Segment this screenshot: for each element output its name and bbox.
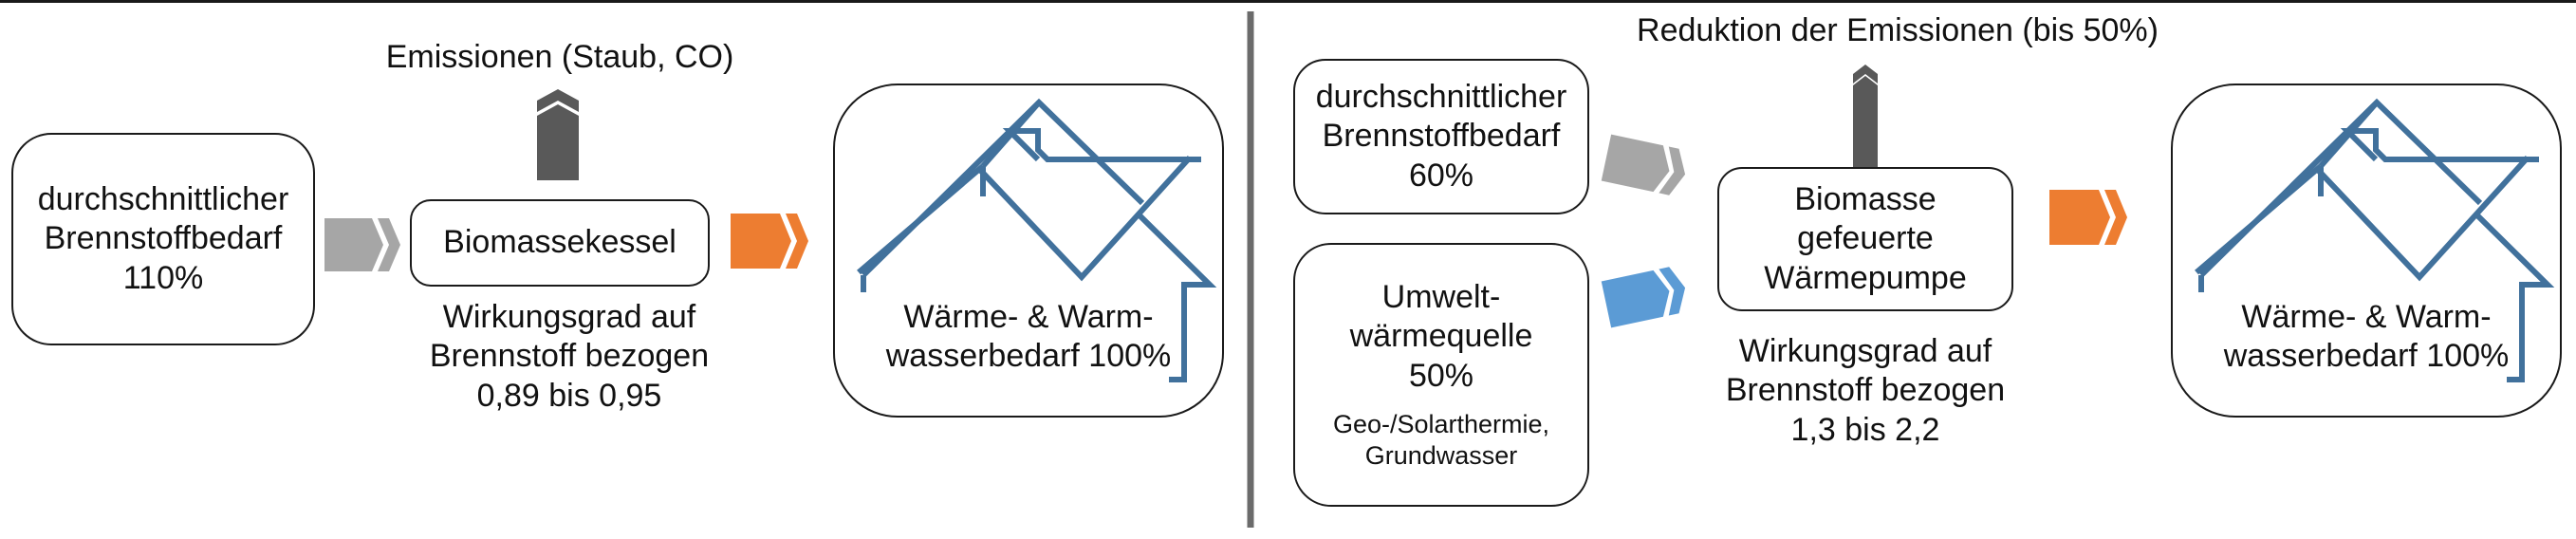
fuel-demand-line-1: durchschnittlicher (37, 180, 289, 217)
fuel-demand-line-2: Brennstoffbedarf (44, 220, 283, 257)
heat-pump-line-2: gefeuerte (1797, 220, 1934, 257)
efficiency-value-right: 1,3 bis 2,2 (1790, 411, 1940, 448)
heat-demand-line-2-right: wasserbedarf 100% (2223, 338, 2510, 375)
efficiency-line-1: Wirkungsgrad auf (442, 299, 696, 335)
fuel-demand-box-right: durchschnittlicher Brennstoffbedarf 60% (1293, 59, 1589, 214)
environment-heat-box: Umwelt- wärmequelle 50% Geo-/Solarthermi… (1293, 243, 1589, 507)
heat-demand-line-1: Wärme- & Warm- (903, 299, 1154, 335)
efficiency-value: 0,89 bis 0,95 (476, 377, 662, 414)
emissions-label-right: Reduktion der Emissionen (bis 50%) (1637, 12, 2159, 48)
heat-pump-box: Biomasse gefeuerte Wärmepumpe (1717, 167, 2013, 311)
env-source-line-2: Grundwasser (1364, 441, 1518, 471)
biomass-boiler-label: Biomassekessel (443, 224, 676, 261)
heat-demand-line-1-right: Wärme- & Warm- (2241, 299, 2492, 335)
heat-pump-line-1: Biomasse (1794, 180, 1937, 217)
fuel-arrow-right (1601, 134, 1686, 195)
heat-demand-box-right: Wärme- & Warm- wasserbedarf 100% (2171, 84, 2562, 418)
fuel-demand-box-left: durchschnittlicher Brennstoffbedarf 110% (11, 133, 315, 345)
emission-arrow-left (537, 89, 579, 180)
env-heat-value: 50% (1408, 357, 1474, 394)
efficiency-line-2-right: Brennstoff bezogen (1725, 372, 2006, 409)
emission-arrow-right (1853, 65, 1878, 169)
env-heat-line-2: wärmequelle (1349, 318, 1533, 355)
env-arrow-right (1601, 267, 1686, 328)
efficiency-text-right: Wirkungsgrad auf Brennstoff bezogen 1,3 … (1685, 332, 2046, 450)
env-heat-line-1: Umwelt- (1381, 278, 1501, 315)
heat-demand-line-2: wasserbedarf 100% (885, 338, 1172, 375)
efficiency-line-1-right: Wirkungsgrad auf (1738, 333, 1992, 369)
house-icon-left (857, 98, 1217, 382)
fuel-demand-value-right: 60% (1408, 157, 1474, 194)
heat-arrow-left (731, 214, 808, 269)
heat-arrow-right (2049, 190, 2127, 245)
heat-demand-box-left: Wärme- & Warm- wasserbedarf 100% (833, 84, 1224, 418)
biomass-boiler-box: Biomassekessel (410, 199, 710, 287)
heat-pump-line-3: Wärmepumpe (1764, 259, 1967, 296)
fuel-demand-line-2-right: Brennstoffbedarf (1322, 118, 1561, 155)
efficiency-line-2: Brennstoff bezogen (429, 338, 710, 375)
fuel-demand-line-1-right: durchschnittlicher (1315, 78, 1567, 115)
efficiency-text-left: Wirkungsgrad auf Brennstoff bezogen 0,89… (389, 298, 750, 416)
emissions-label-left: Emissionen (Staub, CO) (385, 39, 734, 75)
env-source-line-1: Geo-/Solarthermie, (1332, 410, 1550, 439)
fuel-arrow-left (324, 218, 400, 271)
fuel-demand-value: 110% (122, 259, 204, 296)
